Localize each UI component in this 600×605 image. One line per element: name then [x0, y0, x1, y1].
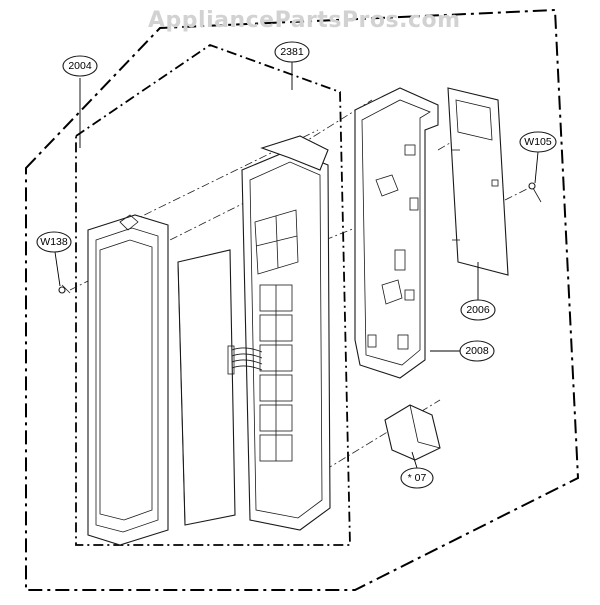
callout-2381-label: 2381: [280, 46, 304, 58]
callout-2006-label: 2006: [466, 304, 490, 316]
callout-w105-label: W105: [524, 136, 552, 148]
pcb-board-part: [447, 87, 509, 276]
assembly-boundary-inner: [75, 43, 351, 546]
door-button-part: [384, 404, 441, 461]
membrane-sheet-part: [177, 249, 236, 526]
rear-bracket-part: [354, 87, 439, 379]
front-frame-part: [87, 214, 169, 546]
callout-w138: W138: [36, 231, 72, 287]
callout-2006: 2006: [460, 262, 496, 321]
callout-2004: 2004: [62, 55, 98, 148]
screw-w138-icon: [58, 284, 71, 294]
control-panel-housing-part: [227, 135, 331, 531]
assembly-boundary-outer: [25, 8, 580, 591]
callout-w138-label: W138: [40, 236, 68, 248]
callout-2008: 2008: [430, 340, 495, 362]
callout-07-label: * 07: [408, 472, 427, 484]
callout-w105: W105: [519, 131, 557, 184]
callout-2004-label: 2004: [68, 60, 92, 72]
callout-2381: 2381: [274, 41, 310, 90]
screw-w105-icon: [528, 182, 542, 203]
watermark-text: AppliancePartsPros.com: [148, 8, 461, 33]
callout-2008-label: 2008: [465, 345, 489, 357]
callout-07: * 07: [400, 451, 434, 489]
